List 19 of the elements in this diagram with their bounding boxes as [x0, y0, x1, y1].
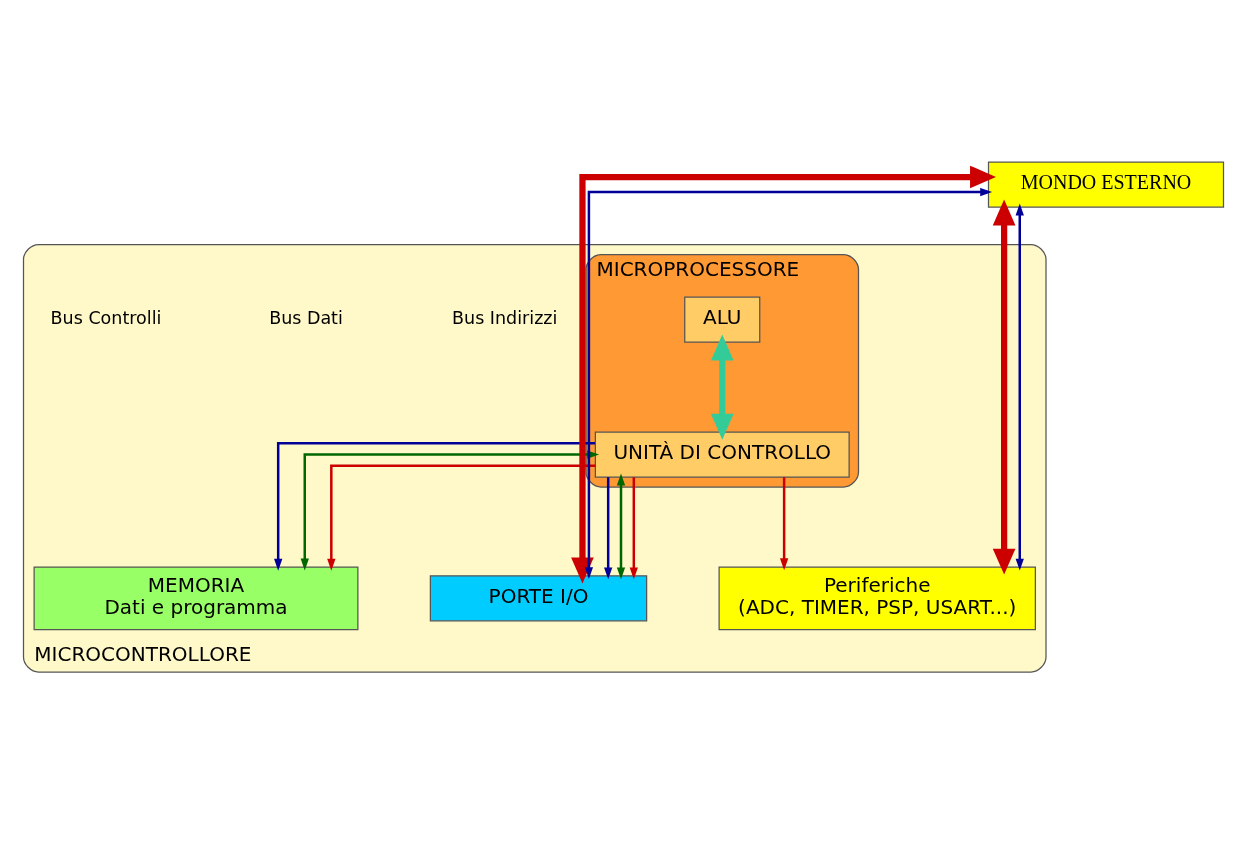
arrow	[779, 476, 789, 570]
arrow	[1015, 203, 1024, 571]
node-box: MONDO ESTERNO	[987, 160, 1225, 208]
node-box: Periferiche (ADC, TIMER, PSP, USART...)	[718, 565, 1036, 630]
label: Bus Dati	[269, 307, 343, 328]
arrow	[629, 476, 638, 579]
arrow	[710, 334, 734, 440]
node-box: PORTE I/O	[429, 574, 648, 621]
arrow	[616, 473, 626, 579]
node-box: UNITÀ DI CONTROLLO	[594, 430, 850, 478]
arrow	[327, 464, 596, 571]
arrow	[300, 449, 600, 570]
label: Bus Controlli	[50, 307, 162, 328]
arrow	[274, 441, 595, 571]
arrow	[992, 199, 1016, 575]
node-box: MEMORIA Dati e programma	[33, 565, 359, 630]
node-box: ALU	[684, 295, 761, 343]
arrow	[604, 476, 613, 579]
label: Bus Indirizzi	[452, 307, 558, 328]
